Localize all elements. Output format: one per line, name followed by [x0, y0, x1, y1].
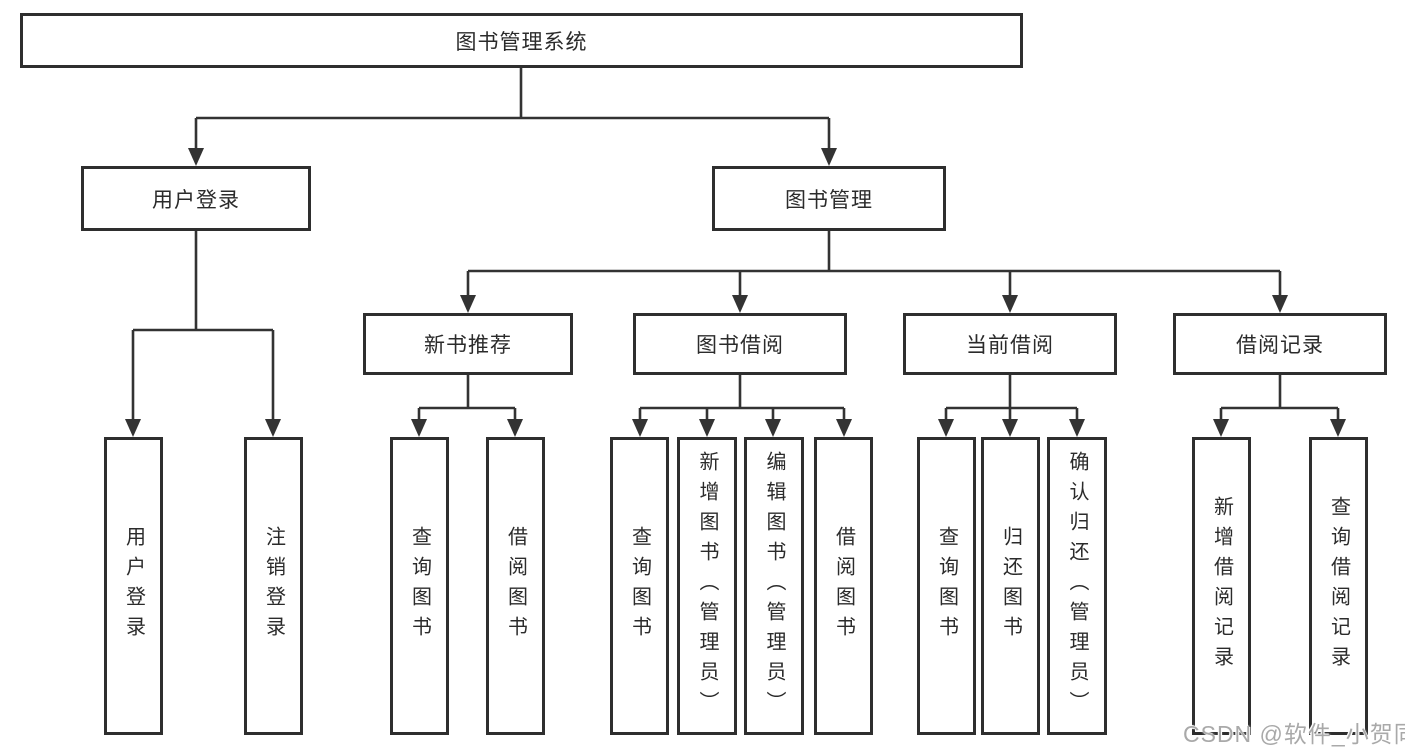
node-label: 图书管理系统: [455, 30, 588, 54]
node-new-book-recommend: 新书推荐: [363, 313, 573, 375]
node-label: 查询借阅记录: [1327, 496, 1350, 676]
leaf-borrow-books-2: 借阅图书: [814, 437, 873, 735]
node-label: 新增借阅记录: [1210, 496, 1233, 676]
node-label: 编辑图书（管理员）: [763, 451, 785, 721]
leaf-add-book-admin: 新增图书（管理员）: [677, 437, 737, 735]
csdn-watermark: CSDN @软件_小贺同学: [1183, 721, 1405, 747]
leaf-query-borrow-record: 查询借阅记录: [1309, 437, 1368, 735]
node-label: 新增图书（管理员）: [696, 451, 718, 721]
node-book-management: 图书管理: [712, 166, 946, 231]
node-current-borrow: 当前借阅: [903, 313, 1117, 375]
node-label: 图书管理: [785, 188, 873, 212]
node-label: 用户登录: [152, 188, 240, 212]
leaf-query-books-3: 查询图书: [917, 437, 976, 735]
leaf-edit-book-admin: 编辑图书（管理员）: [744, 437, 804, 735]
arrowheads: [125, 148, 1346, 437]
node-label: 新书推荐: [424, 334, 512, 357]
node-user-login: 用户登录: [81, 166, 311, 231]
node-label: 确认归还（管理员）: [1066, 451, 1088, 721]
node-label: 查询图书: [628, 526, 651, 646]
leaf-query-books-2: 查询图书: [610, 437, 669, 735]
node-label: 用户登录: [122, 526, 145, 646]
leaf-confirm-return-admin: 确认归还（管理员）: [1047, 437, 1107, 735]
node-label: 归还图书: [999, 526, 1022, 646]
leaf-return-book: 归还图书: [981, 437, 1040, 735]
node-label: 借阅图书: [832, 526, 855, 646]
node-label: 借阅记录: [1236, 334, 1324, 357]
leaf-logout: 注销登录: [244, 437, 303, 735]
leaf-add-borrow-record: 新增借阅记录: [1192, 437, 1251, 735]
node-root-library-management-system: 图书管理系统: [20, 13, 1023, 68]
node-label: 查询图书: [935, 526, 958, 646]
node-book-borrow: 图书借阅: [633, 313, 847, 375]
node-label: 借阅图书: [504, 526, 527, 646]
node-label: 当前借阅: [966, 334, 1054, 357]
leaf-user-login: 用户登录: [104, 437, 163, 735]
leaf-borrow-books-1: 借阅图书: [486, 437, 545, 735]
leaf-query-books-1: 查询图书: [390, 437, 449, 735]
node-borrow-record: 借阅记录: [1173, 313, 1387, 375]
node-label: 注销登录: [262, 526, 285, 646]
node-label: 图书借阅: [696, 334, 784, 357]
node-label: 查询图书: [408, 526, 431, 646]
